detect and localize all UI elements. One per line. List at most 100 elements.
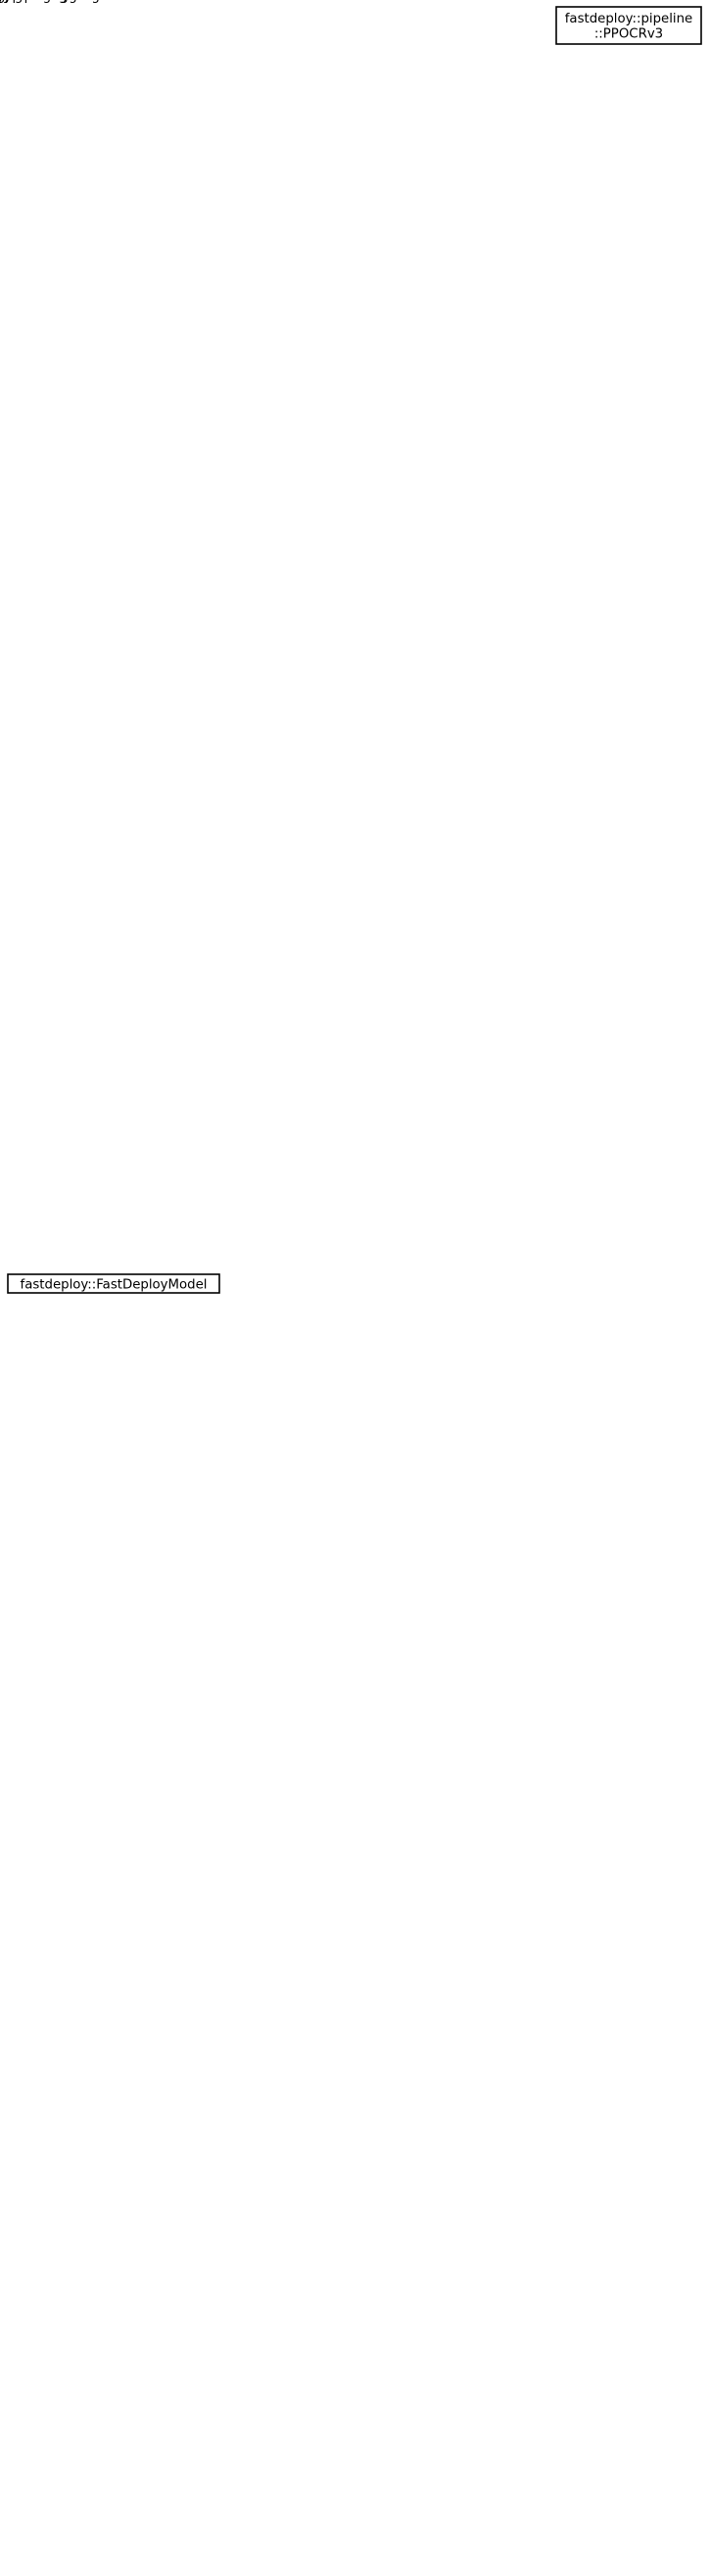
class-node-animegan[interactable]: fastdeploy::vision::generation::AnimeGAN xyxy=(0,0,79,4)
class-node-fsanet[interactable]: fastdeploy::vision::headpose::FSANet xyxy=(0,0,65,4)
class-node-blazeface[interactable]: fastdeploy::vision::facedet::BlazeFace xyxy=(0,0,66,4)
class-node-label: ::classification::ResNet xyxy=(0,0,74,4)
class-node-label: ::facealign::PFLD xyxy=(0,0,55,4)
class-node-label: fastdeploy::vision xyxy=(0,0,57,4)
class-node-label: ::facedet::RetinaFace xyxy=(0,0,69,4)
class-node-label: ::facedet::CenterFace xyxy=(0,0,70,4)
class-node-adaface[interactable]: fastdeploy::vision::faceid::AdaFace xyxy=(0,0,57,4)
class-node-label: fastdeploy::vision xyxy=(0,0,57,4)
class-node-fastestdet[interactable]: fastdeploy::vision::detection::FastestDe… xyxy=(0,0,74,4)
class-node-yolov8[interactable]: fastdeploy::vision::detection::YOLOv8 xyxy=(0,0,65,4)
class-node-ultraface[interactable]: fastdeploy::vision::facedet::UltraFace xyxy=(0,0,64,4)
class-nodes: fastdeploy::FastDeployModel fastdeploy::p… xyxy=(0,0,702,1294)
class-node-label: Model xyxy=(0,0,20,4)
class-node-yolov7face[interactable]: fastdeploy::vision::facedet::YOLOv7Face xyxy=(0,0,73,4)
class-node-ppocrv3[interactable]: fastdeploy::pipeline::PPOCRv3 xyxy=(555,6,702,45)
class-node-yolov5face[interactable]: fastdeploy::vision::facedet::YOLOv5Face xyxy=(0,0,73,4)
class-node-nanodetplus[interactable]: fastdeploy::vision::detection::NanoDetPl… xyxy=(0,0,81,4)
class-node-yolov7end2endort[interactable]: fastdeploy::vision::detection::YOLOv7End… xyxy=(0,0,108,4)
class-node-label: ::classification::PaddleClas xyxy=(0,0,86,4)
class-node-facelandmark1000[interactable]: fastdeploy::vision::facealign::FaceLandm… xyxy=(0,0,103,4)
class-node-label: fastdeploy::vision xyxy=(0,0,57,4)
class-node-pfld[interactable]: fastdeploy::vision::facealign::PFLD xyxy=(0,0,57,4)
class-node-label: fastdeploy::vision xyxy=(0,0,57,4)
class-node-yolor[interactable]: fastdeploy::vision::detection::YOLOR xyxy=(0,0,62,4)
class-node-label: fastdeploy::vision xyxy=(0,0,57,4)
class-node-label: fastdeploy::vision xyxy=(0,0,57,4)
class-node-label: ::detection::YOLOv5 xyxy=(0,0,65,4)
class-node-label: ::detection::NanoDetPlus xyxy=(0,0,81,4)
class-node-modnet[interactable]: fastdeploy::vision::matting::MODNet xyxy=(0,0,62,4)
class-node-label: ::keypointdetection xyxy=(0,0,63,4)
class-node-label: fastdeploy::vision xyxy=(0,0,57,4)
class-node-label: ::facedet::YOLOv7Face xyxy=(0,0,73,4)
class-node-label: ::detection::ScaledYOLOv4 xyxy=(0,0,86,4)
class-node-insightface[interactable]: fastdeploy::vision::faceid::InsightFaceR… xyxy=(0,0,119,4)
class-node-yolov7end2endtrt[interactable]: fastdeploy::vision::detection::YOLOv7End… xyxy=(0,0,107,4)
class-node-label: fastdeploy::vision xyxy=(0,0,57,4)
class-node-paddlesegmodel[interactable]: fastdeploy::vision::segmentation::Paddle… xyxy=(0,0,108,4)
class-node-label: fastdeploy::vision xyxy=(0,0,57,4)
class-node-label: ::detection::YOLOv6 xyxy=(0,0,65,4)
class-node-label: fastdeploy::vision xyxy=(0,0,57,4)
class-node-label: fastdeploy::vision xyxy=(0,0,57,4)
class-node-yolov5cls[interactable]: fastdeploy::vision::classification::YOLO… xyxy=(0,0,86,4)
class-node-pipnet[interactable]: fastdeploy::vision::facealign::PIPNet xyxy=(0,0,60,4)
class-node-retinaface[interactable]: fastdeploy::vision::facedet::RetinaFace xyxy=(0,0,69,4)
class-node-label: fastdeploy::vision xyxy=(0,0,57,4)
class-node-resnet[interactable]: fastdeploy::vision::classification::ResN… xyxy=(0,0,74,4)
class-node-fastdeploy-model[interactable]: fastdeploy::FastDeployModel xyxy=(7,1273,220,1294)
class-node-label: ::matting::RobustVideoMatting xyxy=(0,0,100,4)
class-node-label: fastdeploy::vision xyxy=(0,0,57,4)
class-node-yolov5lite[interactable]: fastdeploy::vision::detection::YOLOv5Lit… xyxy=(0,0,76,4)
class-node-label: ::facedet::UltraFace xyxy=(0,0,64,4)
class-node-label: fastdeploy::vision xyxy=(0,0,57,4)
class-node-label: ::generation::AnimeGAN xyxy=(0,0,79,4)
class-node-label: fastdeploy::vision xyxy=(0,0,57,4)
class-node-box xyxy=(555,6,702,45)
class-node-label: ::ocr::Recognizer xyxy=(0,0,56,4)
class-node-label: ::faceid::AdaFace xyxy=(0,0,56,4)
class-node-label: fastdeploy::vision xyxy=(0,0,57,4)
class-node-dbdetector[interactable]: fastdeploy::vision::ocr::DBDetector xyxy=(0,0,57,4)
class-node-yolov6[interactable]: fastdeploy::vision::detection::YOLOv6 xyxy=(0,0,65,4)
class-node-ppocrv2[interactable]: fastdeploy::pipeline::PPOCRv2 xyxy=(0,0,64,4)
class-node-recognizer[interactable]: fastdeploy::vision::ocr::Recognizer xyxy=(0,0,57,4)
class-node-label: ::facealign::FaceLandmark1000 xyxy=(0,0,103,4)
class-node-label: ::detection::FastestDet xyxy=(0,0,74,4)
class-node-label: fastdeploy::vision xyxy=(0,0,57,4)
class-node-box xyxy=(7,1273,220,1294)
class-node-label: fastdeploy::vision xyxy=(0,0,57,4)
class-node-label: ::detection::YOLOv5Lite xyxy=(0,0,76,4)
class-node-label: ::detection::YOLOX xyxy=(0,0,61,4)
class-node-scaledyolov4[interactable]: fastdeploy::vision::detection::ScaledYOL… xyxy=(0,0,86,4)
class-node-label: fastdeploy::vision xyxy=(0,0,57,4)
class-node-ppmatting[interactable]: fastdeploy::vision::matting::PPMatting xyxy=(0,0,67,4)
class-node-label: fastdeploy::vision xyxy=(0,0,57,4)
class-node-scrfd[interactable]: fastdeploy::vision::facedet::SCRFD xyxy=(0,0,57,4)
class-node-classifier[interactable]: fastdeploy::vision::ocr::Classifier xyxy=(0,0,57,4)
class-node-yolov5seg[interactable]: fastdeploy::vision::detection::YOLOv5Seg xyxy=(0,0,77,4)
class-node-label: ::detection::PPDetBase xyxy=(0,0,74,4)
class-node-label: fastdeploy::vision xyxy=(0,0,57,4)
class-node-label: fastdeploy::vision xyxy=(0,0,57,4)
class-node-ppdetbase[interactable]: fastdeploy::vision::detection::PPDetBase xyxy=(0,0,74,4)
class-node-label: fastdeploy::vision xyxy=(0,0,57,4)
class-node-label: fastdeploy::vision xyxy=(0,0,57,4)
class-node-label: fastdeploy::vision xyxy=(0,0,57,4)
class-node-label: fastdeploy::pipeline xyxy=(0,0,64,4)
class-node-yolov5[interactable]: fastdeploy::vision::detection::YOLOv5 xyxy=(0,0,65,4)
class-node-pptinypose[interactable]: fastdeploy::vision::keypointdetection::P… xyxy=(0,0,63,4)
class-node-paddleclas[interactable]: fastdeploy::vision::classification::Padd… xyxy=(0,0,86,4)
class-node-robustvideomatting[interactable]: fastdeploy::vision::matting::RobustVideo… xyxy=(0,0,100,4)
class-node-label: fastdeploy::vision xyxy=(0,0,57,4)
class-node-label: ::facedet::BlazeFace xyxy=(0,0,66,4)
class-node-label: fastdeploy::vision xyxy=(0,0,57,4)
class-node-yolox[interactable]: fastdeploy::vision::detection::YOLOX xyxy=(0,0,61,4)
class-node-label: ::detection::YOLOv5Seg xyxy=(0,0,77,4)
class-node-label: fastdeploy::pipeline xyxy=(565,12,692,26)
class-node-label: fastdeploy::vision xyxy=(0,0,57,4)
class-node-yolov7[interactable]: fastdeploy::vision::detection::YOLOv7 xyxy=(0,0,65,4)
class-node-centerface[interactable]: fastdeploy::vision::facedet::CenterFace xyxy=(0,0,70,4)
